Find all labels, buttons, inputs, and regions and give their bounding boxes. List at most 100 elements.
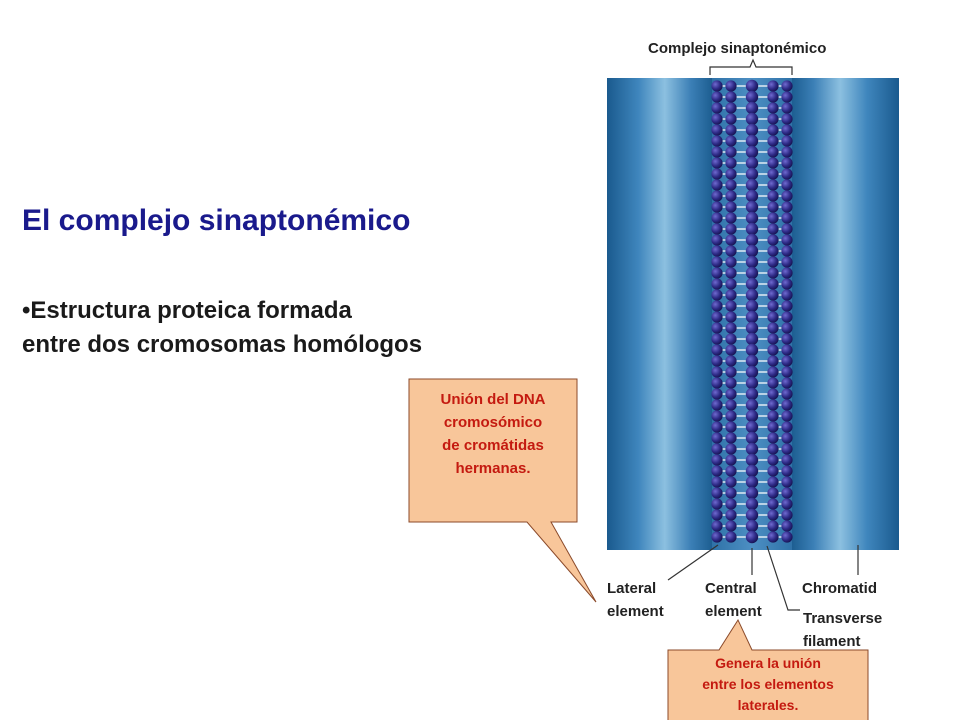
lateral-element-bead bbox=[725, 201, 737, 213]
central-element-bead bbox=[745, 156, 759, 170]
lateral-element-bead bbox=[767, 432, 779, 444]
lateral-element-bead bbox=[781, 498, 793, 510]
lateral-element-bead bbox=[725, 487, 737, 499]
lateral-element-bead bbox=[711, 256, 723, 268]
lateral-element-bead bbox=[711, 476, 723, 488]
lateral-element-bead bbox=[711, 223, 723, 235]
lateral-element-bead bbox=[711, 168, 723, 180]
central-element-bead bbox=[745, 464, 759, 478]
lateral-element-bead bbox=[767, 322, 779, 334]
lateral-element-bead bbox=[767, 190, 779, 202]
lateral-element-bead bbox=[711, 234, 723, 246]
lateral-element-bead bbox=[711, 366, 723, 378]
lateral-element-bead bbox=[767, 498, 779, 510]
lateral-element-bead bbox=[781, 212, 793, 224]
central-element-bead bbox=[745, 189, 759, 203]
complex-bracket bbox=[709, 58, 793, 75]
page-title: El complejo sinaptonémico bbox=[22, 204, 411, 237]
lateral-element-bead bbox=[725, 355, 737, 367]
lateral-element-bead bbox=[781, 443, 793, 455]
lateral-element-bead bbox=[781, 300, 793, 312]
bullet-line-2: entre dos cromosomas homólogos bbox=[22, 331, 423, 358]
lateral-element-bead bbox=[725, 399, 737, 411]
lateral-element-bead bbox=[725, 223, 737, 235]
lateral-element-bead bbox=[767, 201, 779, 213]
lateral-element-bead bbox=[781, 421, 793, 433]
lateral-element-bead bbox=[767, 487, 779, 499]
lateral-element-bead bbox=[781, 366, 793, 378]
lateral-element-bead bbox=[711, 201, 723, 213]
central-element-bead bbox=[745, 222, 759, 236]
central-element-bead bbox=[745, 145, 759, 159]
lateral-element-bead bbox=[711, 465, 723, 477]
callout-bottom-text: Genera la unión entre los elementos late… bbox=[668, 653, 868, 716]
lateral-element-bead bbox=[781, 201, 793, 213]
lateral-element-bead bbox=[767, 256, 779, 268]
callout-bottom-shape bbox=[667, 618, 869, 720]
lateral-element-bead bbox=[711, 344, 723, 356]
lateral-element-bead bbox=[725, 377, 737, 389]
central-element-bead bbox=[745, 90, 759, 104]
lateral-element-bead bbox=[711, 146, 723, 158]
lateral-element-bead bbox=[781, 289, 793, 301]
central-element-bead bbox=[745, 398, 759, 412]
lateral-element-bead bbox=[767, 399, 779, 411]
lateral-element-bead bbox=[781, 322, 793, 334]
lateral-element-bead bbox=[767, 289, 779, 301]
lateral-element-bead bbox=[767, 234, 779, 246]
lateral-element-bead bbox=[767, 135, 779, 147]
lateral-element-bead bbox=[767, 454, 779, 466]
lateral-element-bead bbox=[725, 531, 737, 543]
lateral-element-bead bbox=[725, 168, 737, 180]
lateral-element-bead bbox=[767, 520, 779, 532]
lateral-element-bead bbox=[767, 465, 779, 477]
lateral-element-bead bbox=[781, 311, 793, 323]
central-element-bead bbox=[745, 508, 759, 522]
central-element-bead bbox=[745, 409, 759, 423]
lateral-element-bead bbox=[781, 388, 793, 400]
central-element-bead bbox=[745, 530, 759, 544]
lateral-element-bead bbox=[711, 432, 723, 444]
lateral-element-bead bbox=[781, 410, 793, 422]
lateral-element-bead bbox=[725, 267, 737, 279]
callout-bottom-line-1: Genera la unión bbox=[715, 655, 821, 671]
lateral-element-bead bbox=[725, 300, 737, 312]
central-element-bead bbox=[745, 365, 759, 379]
lateral-element-bead bbox=[711, 179, 723, 191]
lateral-label-line-2: element bbox=[607, 603, 664, 620]
lateral-element-bead bbox=[711, 278, 723, 290]
lateral-element-bead bbox=[725, 443, 737, 455]
lateral-element-bead bbox=[711, 454, 723, 466]
lateral-element-bead bbox=[781, 344, 793, 356]
callout-left-line-2: cromosómico bbox=[443, 414, 543, 431]
lateral-element-bead bbox=[781, 509, 793, 521]
transverse-label-line-1: Transverse bbox=[803, 610, 883, 627]
lateral-element-bead bbox=[767, 355, 779, 367]
lateral-element-bead bbox=[781, 278, 793, 290]
transverse-pointer bbox=[766, 545, 800, 611]
lateral-element-bead bbox=[725, 289, 737, 301]
central-element-bead bbox=[745, 376, 759, 390]
lateral-element-bead bbox=[725, 146, 737, 158]
chromatid-label: Chromatid bbox=[802, 580, 877, 597]
lateral-element-bead bbox=[767, 377, 779, 389]
central-element-bead bbox=[745, 244, 759, 258]
lateral-element-bead bbox=[767, 102, 779, 114]
transverse-label-line-2: filament bbox=[803, 633, 861, 650]
lateral-element-bead bbox=[781, 113, 793, 125]
lateral-element-bead bbox=[767, 410, 779, 422]
lateral-element-bead bbox=[767, 443, 779, 455]
lateral-element-bead bbox=[711, 498, 723, 510]
lateral-element-bead bbox=[781, 487, 793, 499]
lateral-element-bead bbox=[781, 355, 793, 367]
lateral-element-bead bbox=[725, 498, 737, 510]
bullet-text: •Estructura proteica formada entre dos c… bbox=[22, 294, 422, 362]
lateral-element-bead bbox=[711, 443, 723, 455]
lateral-element-bead bbox=[781, 531, 793, 543]
lateral-element-bead bbox=[781, 377, 793, 389]
callout-left-shape bbox=[408, 378, 597, 603]
lateral-element-bead bbox=[725, 157, 737, 169]
lateral-element-bead bbox=[711, 520, 723, 532]
bead-ladder bbox=[711, 79, 793, 544]
